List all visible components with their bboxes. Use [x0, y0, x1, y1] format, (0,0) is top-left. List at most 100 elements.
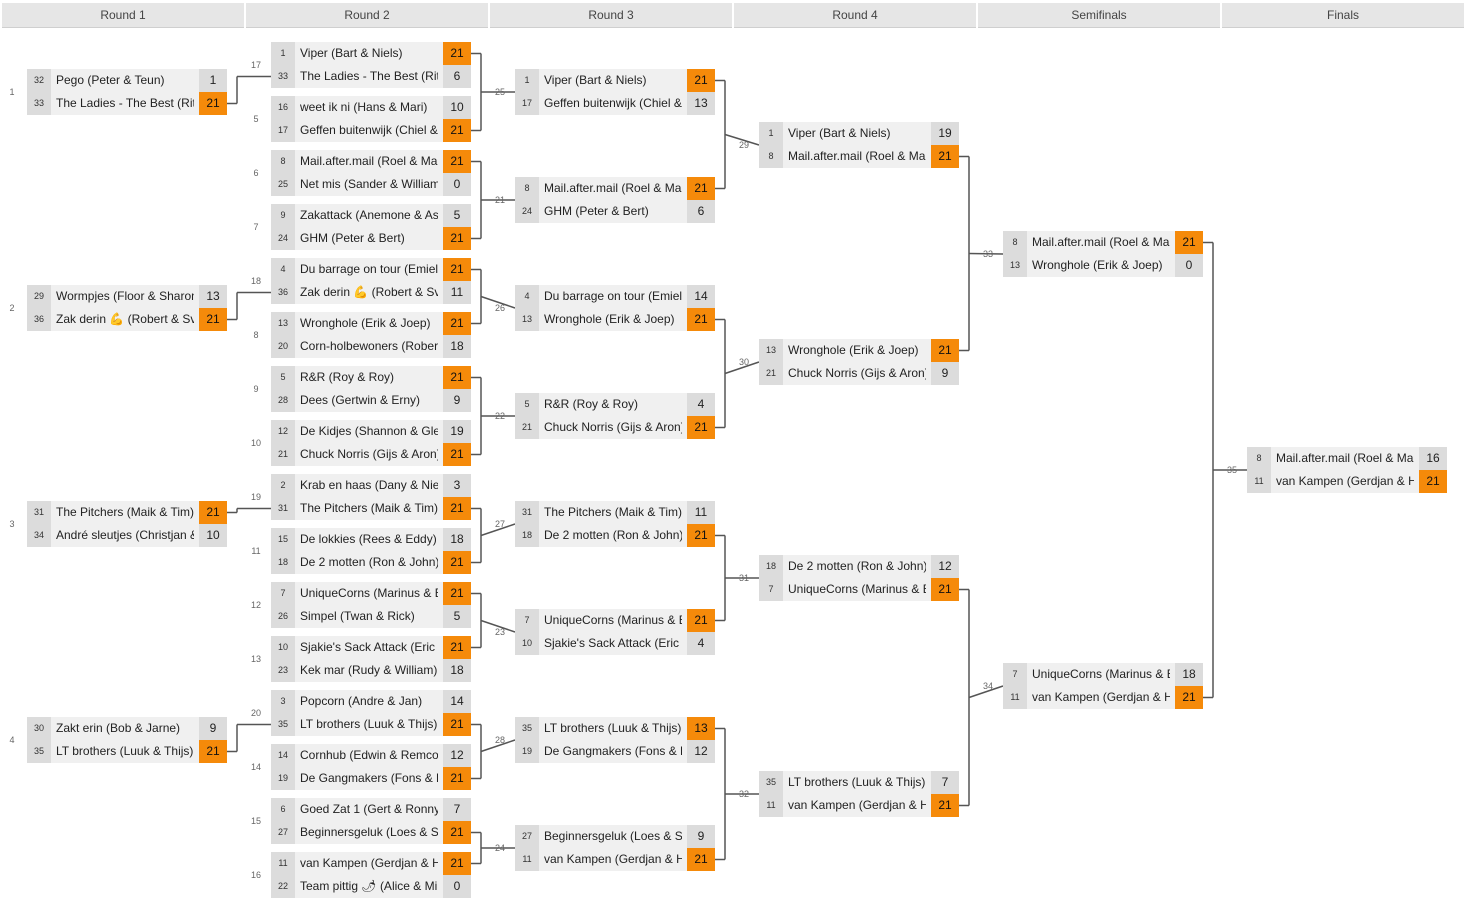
match-26[interactable]: 4Du barrage on tour (Emiel & Luc)1413Wro…: [515, 285, 715, 331]
match-18[interactable]: 4Du barrage on tour (Emiel & Luc)2136Zak…: [271, 258, 471, 304]
team-row[interactable]: 4Du barrage on tour (Emiel & Luc)21: [271, 258, 471, 281]
team-row[interactable]: 4Du barrage on tour (Emiel & Luc)14: [515, 285, 715, 308]
